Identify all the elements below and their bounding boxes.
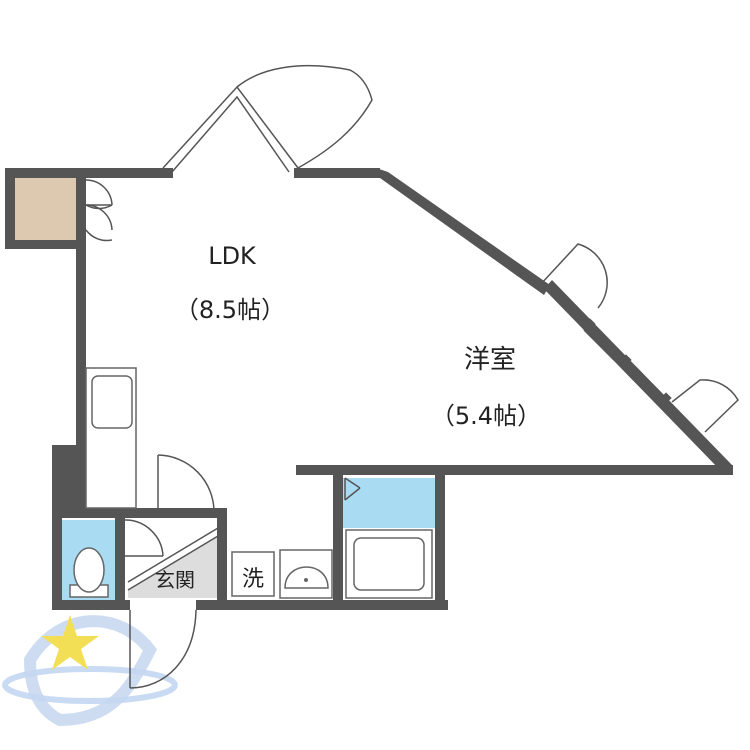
western-room-size: （5.4帖）: [431, 402, 541, 430]
entrance-floor: [128, 536, 218, 598]
door-swing-icon: [129, 609, 197, 689]
door-swing-icon: [344, 477, 361, 501]
toilet-icon: [69, 547, 109, 598]
storage-closet: [14, 178, 76, 240]
star-logo-icon: [2, 615, 178, 727]
door-swing-icon: [85, 179, 113, 242]
entrance-step: [127, 527, 219, 591]
entrance-label: 玄関: [155, 568, 195, 592]
door-swing-icon: [124, 519, 164, 557]
western-room-label: 洋室: [464, 345, 516, 375]
door-swing-icon: [539, 243, 739, 433]
bathtub-icon: [345, 529, 433, 599]
washer-area: 洗: [231, 551, 275, 597]
washbasin-icon: [279, 549, 333, 599]
door-swing-icon: [162, 64, 373, 173]
washer-label: 洗: [242, 567, 264, 592]
kitchen-sink-icon: [85, 367, 137, 509]
door-swing-icon: [157, 454, 215, 513]
ldk-size: （8.5帖）: [175, 296, 285, 324]
ldk-label: LDK: [208, 242, 257, 270]
